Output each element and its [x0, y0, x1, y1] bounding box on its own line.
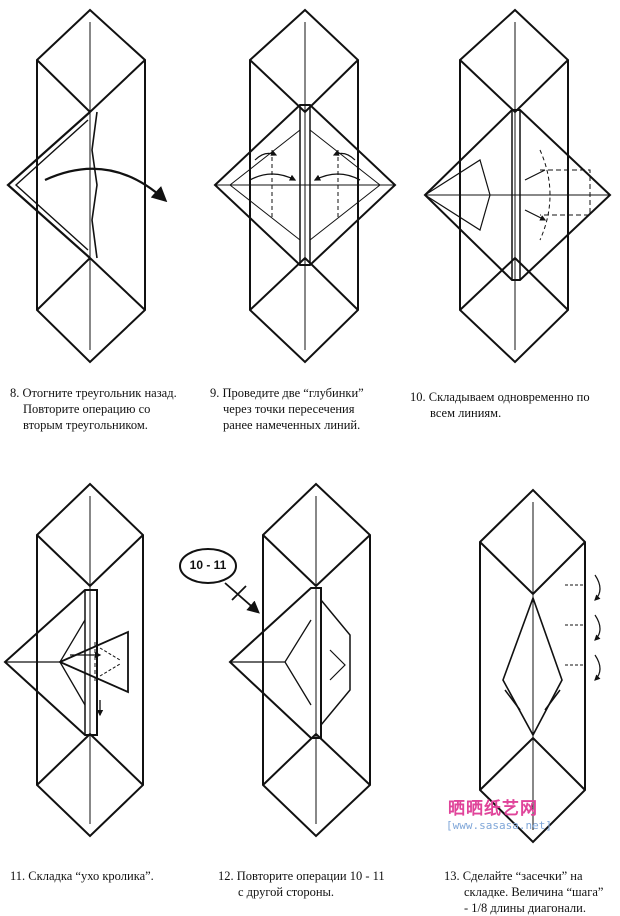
step-10-figure — [423, 8, 612, 364]
step-8-caption: 8. Отогните треугольник назад. Повторите… — [10, 386, 177, 432]
step-9-caption: 9. Проведите две “глубинки” через точки … — [210, 386, 364, 432]
step-10-caption: 10. Складываем одновременно по всем лини… — [410, 390, 590, 420]
step-12-caption: 12. Повторите операции 10 - 11 с другой … — [218, 869, 385, 899]
watermark: 晒晒纸艺网 [www.sasasa.net] — [446, 794, 618, 832]
step-13-figure — [479, 488, 601, 844]
step-11-caption: 11. Складка “ухо кролика”. — [10, 869, 154, 883]
watermark-url: [www.sasasa.net] — [446, 819, 552, 832]
watermark-title: 晒晒纸艺网 — [448, 799, 538, 819]
step-13-caption: 13. Сделайте “засечки” на складке. Велич… — [444, 869, 604, 915]
step-12-figure — [179, 482, 371, 838]
step-11-figure — [3, 482, 144, 838]
step-8-figure — [6, 8, 168, 364]
step-9-figure — [213, 8, 397, 364]
reference-bubble-label: 10 - 11 — [189, 558, 227, 572]
